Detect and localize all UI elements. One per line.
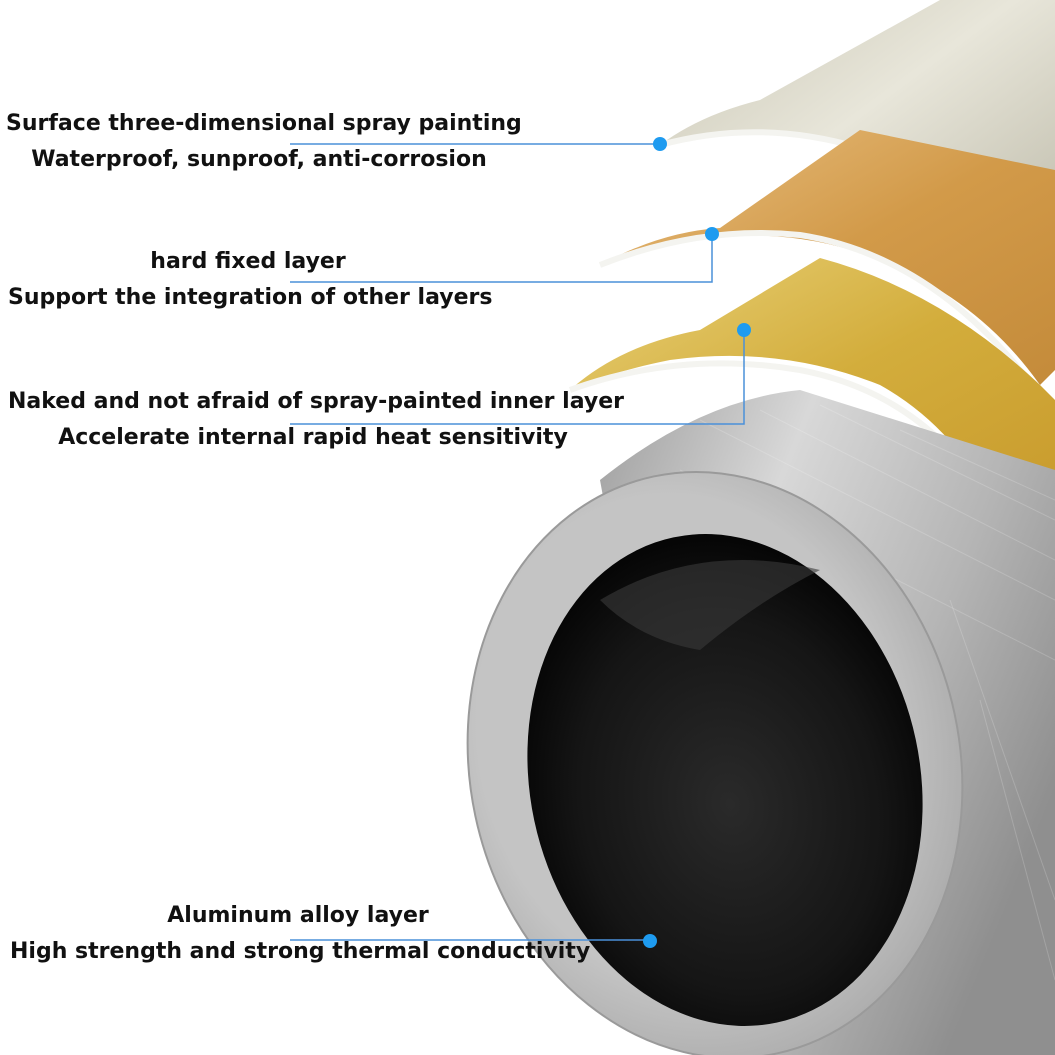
marker-dot-1 [653,137,667,151]
callout-inner-layer: Naked and not afraid of spray-painted in… [8,384,624,456]
callout-title: Surface three-dimensional spray painting [6,111,522,136]
leader-line-3 [290,330,745,425]
callout-subtitle: Support the integration of other layers [8,285,493,310]
callout-title: hard fixed layer [150,249,346,274]
leader-line-2 [290,234,713,283]
fixed-layer-edge [598,230,1033,384]
callout-subtitle: High strength and strong thermal conduct… [10,939,591,964]
marker-dot-4 [643,934,657,948]
brushed-texture [679,404,1055,981]
callout-aluminum-layer: Aluminum alloy layer High strength and s… [10,898,591,970]
callout-subtitle: Waterproof, sunproof, anti-corrosion [31,147,487,172]
marker-dot-3 [737,323,751,337]
callout-outer-paint: Surface three-dimensional spray painting… [6,106,522,178]
inner-layer [570,258,1055,520]
fixed-layer [600,130,1055,385]
bore-highlight [600,560,820,650]
marker-dots [643,137,751,948]
callout-subtitle: Accelerate internal rapid heat sensitivi… [58,425,568,450]
callout-fixed-layer: hard fixed layer Support the integration… [8,244,493,316]
leader-lines [290,143,745,941]
marker-dot-2 [705,227,719,241]
tube-bore [527,534,923,1026]
callout-title: Naked and not afraid of spray-painted in… [8,389,624,414]
callout-title: Aluminum alloy layer [167,903,429,928]
